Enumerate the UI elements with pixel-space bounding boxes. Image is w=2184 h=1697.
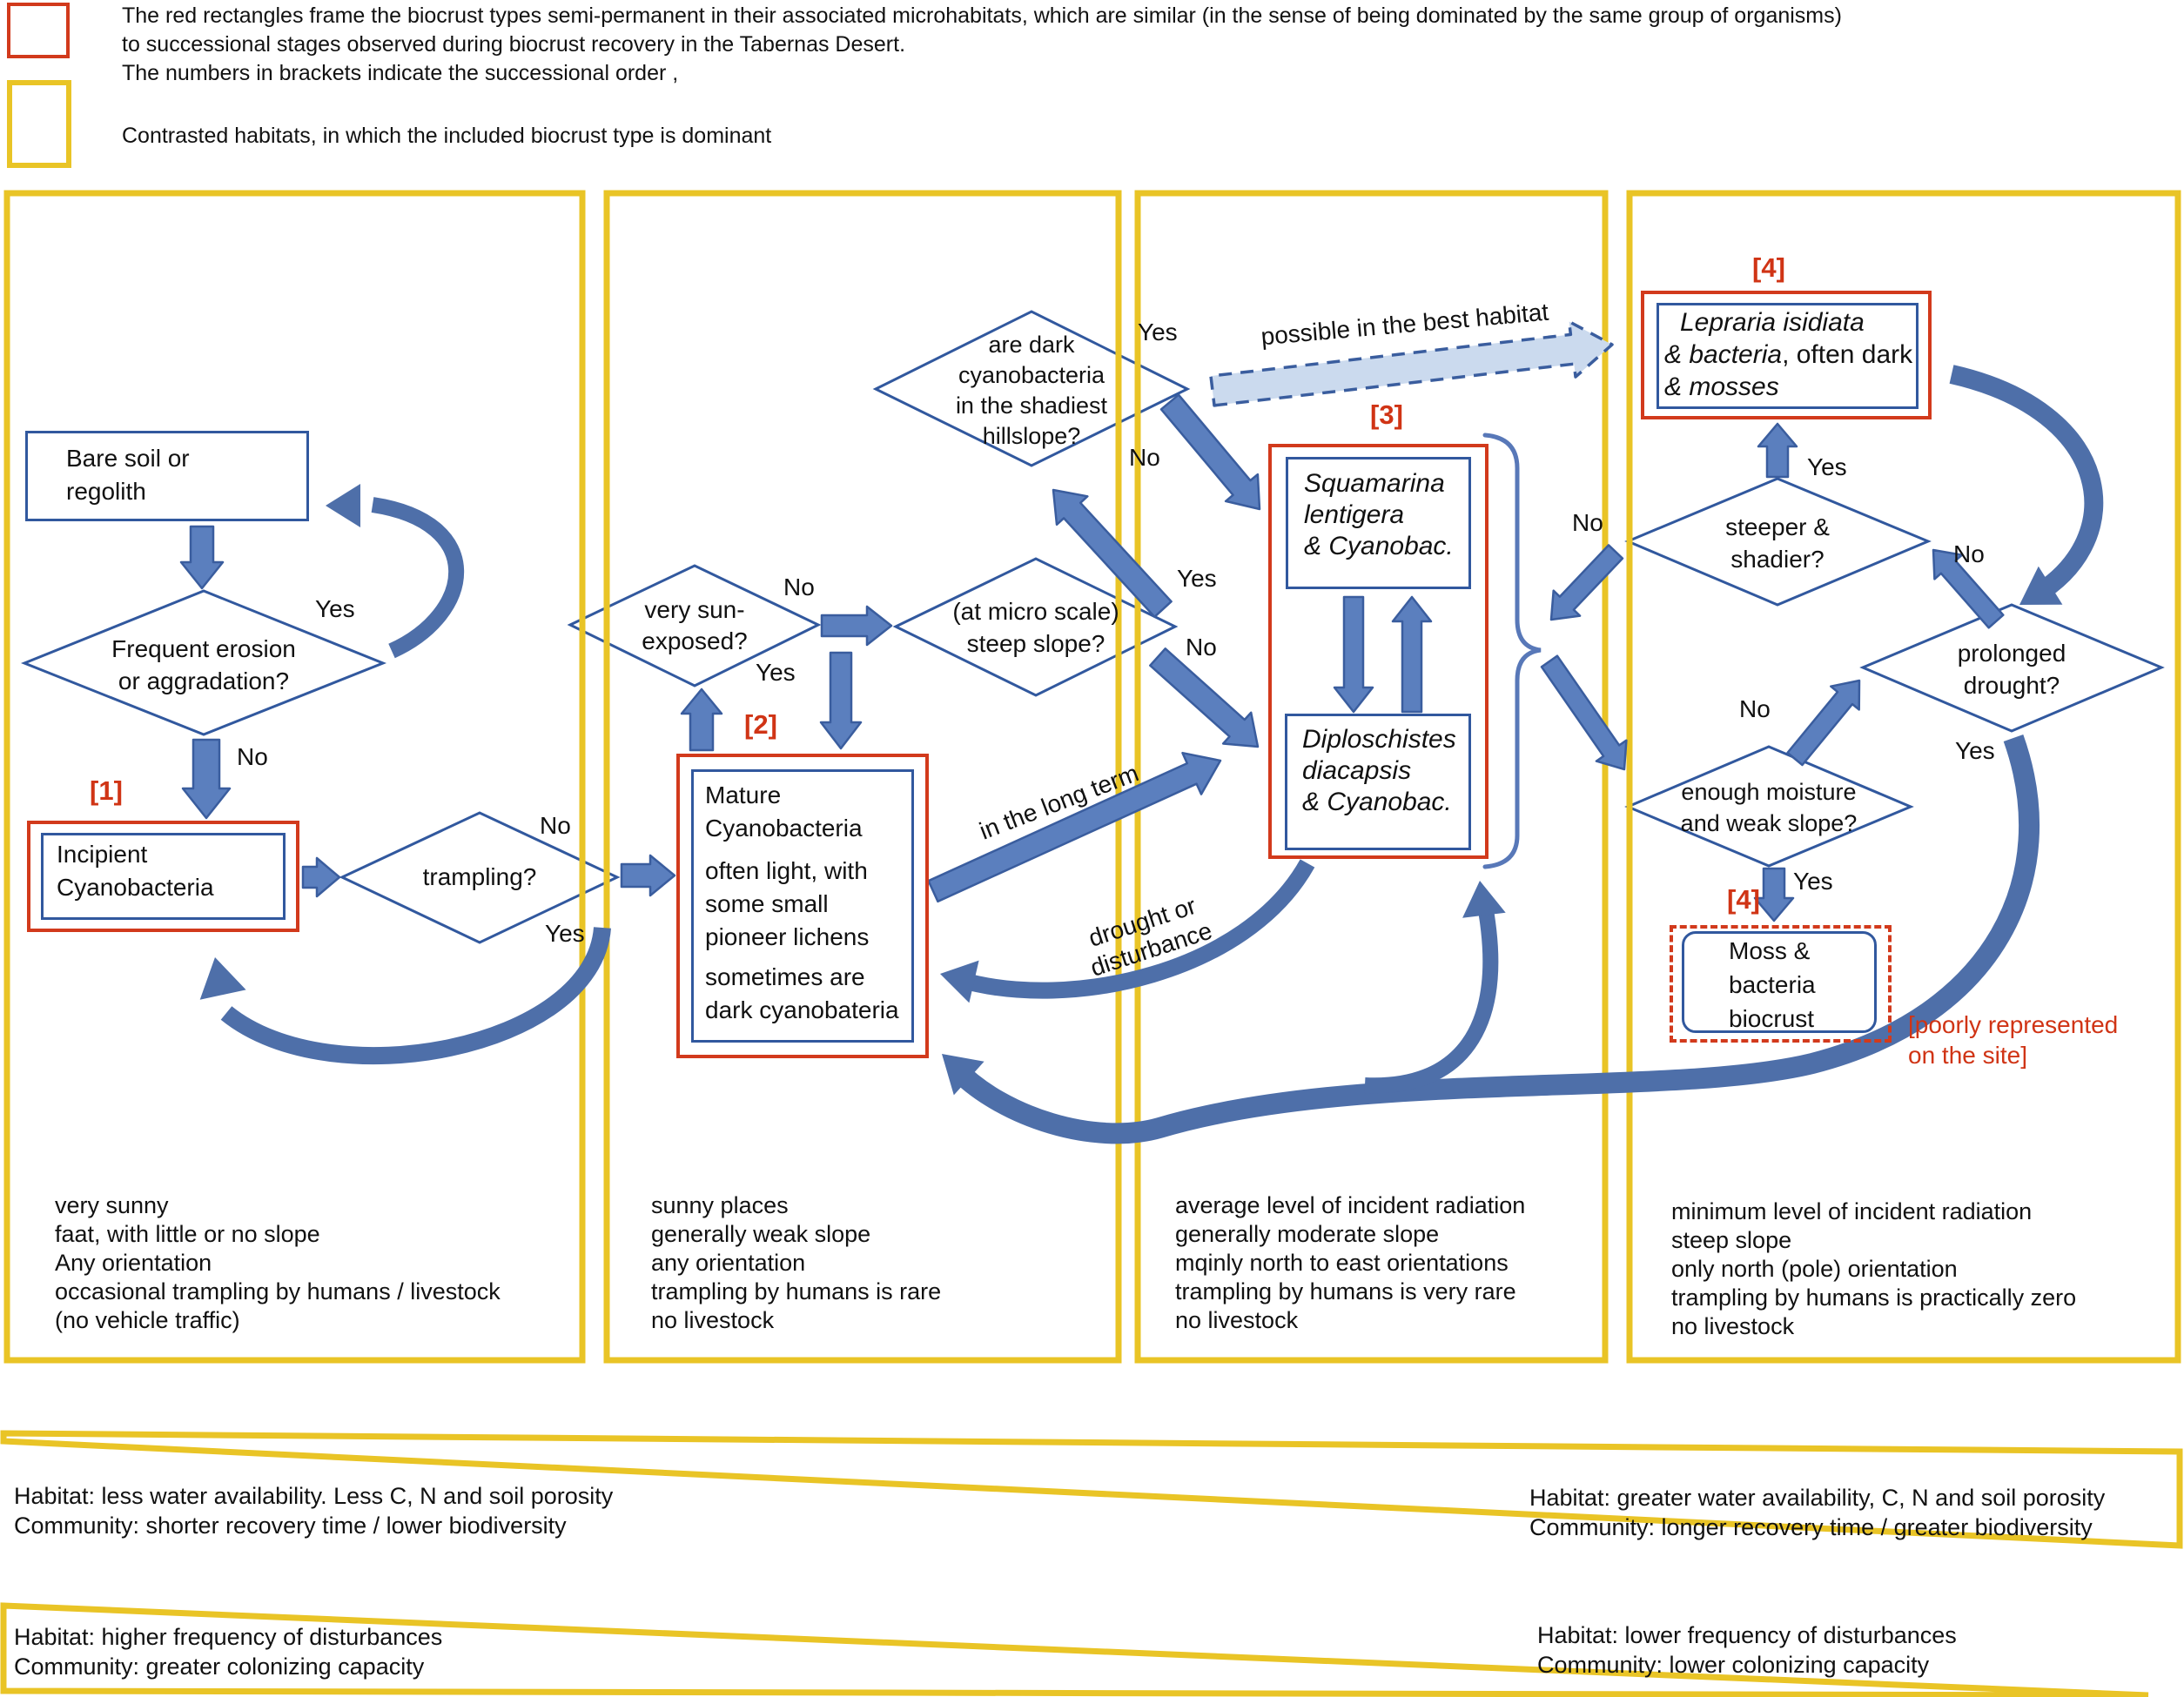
arrow-stage3-to-moisture [1540,654,1628,771]
bracket-stage3 [1482,433,1542,869]
habitat-4-description: minimum level of incident radiation stee… [1671,1198,2077,1339]
curve-moss-back-to-lichens [1364,895,1499,1094]
mature-p3: sometimes are dark cyanobateria [705,963,899,1023]
prolonged-drought-label: prolonged drought? [1957,640,2066,699]
habitat-2-description: sunny places generally weak slope any or… [651,1192,942,1333]
lepraria-line2-species: & bacteria [1664,340,1783,369]
moss-note: [poorly represented on the site] [1908,1011,2119,1069]
label-possible-best-habitat: possible in the best habitat [1260,298,1550,351]
arrow-steeper-yes-to-lepraria [1757,422,1798,479]
gradient-water-left: Habitat: less water availability. Less C… [14,1483,614,1539]
curve-erosion-yes-loop [371,497,465,659]
moss-order: [4] [1727,884,1760,915]
diploschistes-label: Diploschistes diacapsis & Cyanobac. [1302,725,1456,816]
label-enough-no: No [1739,695,1771,722]
arrow-mature-to-verysun [680,688,723,752]
head-trampling-yes-loop [199,957,246,1000]
label-prolonged-yes: Yes [1955,737,1995,764]
head-erosion-yes-loop [326,484,360,527]
legend-red-swatch [7,3,70,58]
label-erosion-yes: Yes [315,595,355,622]
label-steeper-no: No [1572,509,1603,536]
moss-label: Moss & bacteria biocrust [1729,937,1816,1032]
head-drought-disturbance [940,960,979,1003]
legend-yellow-note: Contrasted habitats, in which the includ… [122,124,772,148]
habitat-1-description: very sunny faat, with little or no slope… [55,1192,501,1333]
dark-cyano-label: are dark cyanobacteria in the shadiest h… [955,332,1108,449]
steep-slope-label: (at micro scale) steep slope? [952,598,1119,657]
arrow-steeper-no-to-stage3 [1549,544,1624,621]
label-steep-no: No [1186,634,1217,661]
arrow-longterm-mature-to-stage3 [927,751,1222,903]
lepraria-order: [4] [1752,252,1785,283]
arrow-baresoil-to-erosion [179,525,225,590]
label-erosion-no: No [237,743,268,770]
frequent-erosion-label: Frequent erosion or aggradation? [111,635,296,694]
trampling-label: trampling? [422,863,537,890]
lepraria-line3: & mosses [1664,372,1779,401]
head-lepraria-to-drought [2019,566,2063,605]
label-dark-yes: Yes [1138,319,1178,345]
arrow-moisture-yes-to-moss [1753,867,1795,922]
arrow-verysun-yes-to-mature [819,651,863,750]
mature-order: [2] [744,709,777,740]
label-trampling-no: No [540,812,571,839]
label-long-term: in the long term [975,759,1143,845]
label-steeper-yes: Yes [1807,453,1847,480]
very-sun-label: very sun- exposed? [642,596,748,654]
label-dark-no: No [1129,444,1160,471]
arrow-darkcyano-no-to-squamarina [1159,393,1261,511]
habitat-3-description: average level of incident radiation gene… [1175,1192,1526,1333]
legend-yellow-swatch [7,80,71,168]
arrow-trampling-no-to-mature [620,854,676,897]
arrow-erosion-no-to-incipient [181,738,232,820]
label-drought-disturbance: drought or disturbance [1085,891,1216,982]
head-moss-back-to-lichens [1462,881,1506,918]
steeper-shadier-label: steeper & shadier? [1725,513,1830,573]
label-verysun-no: No [783,573,815,600]
mature-p2: often light, with some small pioneer lic… [705,857,870,950]
label-prolonged-no: No [1953,540,1985,567]
label-verysun-yes: Yes [756,659,796,686]
gradient-disturb-right: Habitat: lower frequency of disturbances… [1537,1622,1957,1678]
arrow-moisture-no-to-drought [1786,679,1861,767]
legend-red-note: The red rectangles frame the biocrust ty… [122,3,1842,85]
gradient-disturb-left: Habitat: higher frequency of disturbance… [14,1624,443,1680]
lepraria-line2: & bacteria, often dark [1664,340,1912,369]
label-enough-yes: Yes [1793,868,1833,895]
arrow-incipient-to-trampling [301,856,341,898]
arrow-verysun-no-to-steep [820,605,893,647]
head-prolonged-yes-regression [942,1054,984,1096]
lepraria-line1: Lepraria isidiata [1680,308,1865,337]
arrow-steep-no-to-diploschistes [1149,647,1260,748]
enough-moisture-label: enough moisture and weak slope? [1680,779,1858,836]
label-steep-yes: Yes [1177,565,1217,592]
mature-p1: Mature Cyanobacteria [705,781,863,842]
incipient-label: Incipient Cyanobacteria [57,841,214,901]
label-trampling-yes: Yes [545,920,585,947]
incipient-order: [1] [90,775,123,806]
squamarina-label: Squamarina lentigera & Cyanobac. [1304,469,1454,560]
squamarina-order: [3] [1370,399,1403,430]
gradient-water-right: Habitat: greater water availability, C, … [1529,1485,2106,1540]
lepraria-line2-rest: , often dark [1782,340,1913,369]
bare-soil-label: Bare soil or regolith [66,445,190,505]
